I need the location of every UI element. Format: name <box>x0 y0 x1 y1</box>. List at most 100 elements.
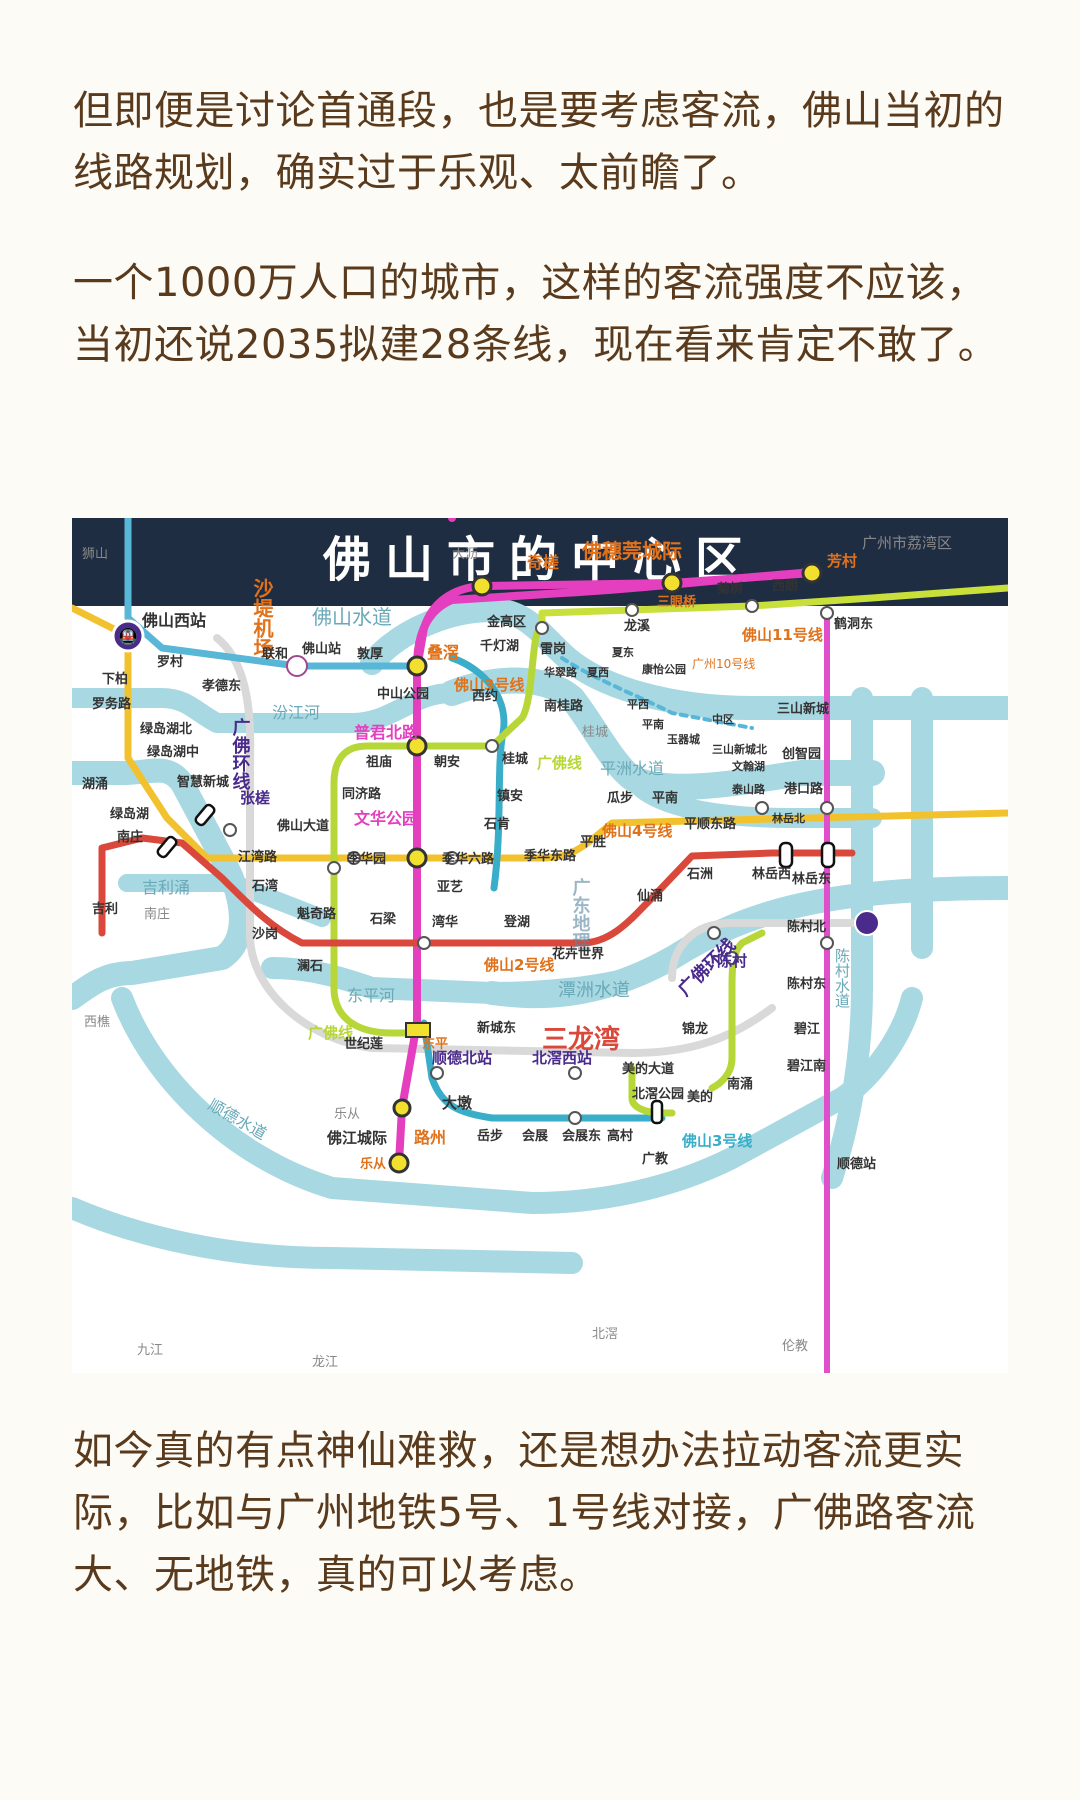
station-psdl: 平顺东路 <box>684 816 737 832</box>
label-fs2: 佛山2号线 <box>483 956 554 974</box>
label-gd-geo: 广东地理 <box>570 877 591 950</box>
station-marker <box>707 926 721 940</box>
station-nanyong: 南涌 <box>727 1076 753 1092</box>
region-shishan: 狮山 <box>82 547 108 562</box>
line-guangfo-top <box>413 624 546 750</box>
station-shixiao: 石肯 <box>483 816 510 832</box>
station-diejiao: 叠滘 <box>427 643 459 662</box>
station-marker <box>485 739 499 753</box>
water-upper <box>360 598 1008 720</box>
station-jsdl: 季华东路 <box>523 848 577 864</box>
station-xiadong: 夏东 <box>612 645 634 659</box>
station-marker <box>568 1066 582 1080</box>
road-layer <box>213 634 856 1058</box>
station-tsl: 泰山路 <box>731 782 766 796</box>
station-lyb: 林岳北 <box>772 811 805 825</box>
line-guangfo-left <box>330 742 421 1037</box>
station-fangcun: 芳村 <box>827 552 857 570</box>
station-longxi: 龙溪 <box>624 618 651 634</box>
station-sdbz: 顺德北站 <box>432 1049 492 1067</box>
line-foshan4 <box>72 604 1008 862</box>
line-foshan1 <box>124 518 421 670</box>
line-foshan3-south <box>420 1019 666 1122</box>
station-marker <box>661 572 683 594</box>
station-ssxcb: 三山新城北 <box>712 742 767 756</box>
road-1 <box>213 634 776 1058</box>
station-bijiang: 碧江 <box>793 1021 820 1037</box>
station-marker <box>625 603 639 617</box>
station-lyd: 林岳东 <box>792 871 831 887</box>
station-marker <box>194 803 216 827</box>
station-huizhan: 会展 <box>522 1128 549 1144</box>
station-shiwan: 石湾 <box>251 878 278 894</box>
station-czy: 创智园 <box>781 746 821 762</box>
region-dali: 大沥 <box>452 547 478 562</box>
station-lianhe: 联和 <box>262 646 288 662</box>
station-zhenan: 镇安 <box>497 788 523 804</box>
water-foshan-main <box>439 667 885 800</box>
station-marker <box>535 621 549 635</box>
line-foshan3-main <box>395 664 421 1167</box>
station-jili: 吉利 <box>92 901 118 917</box>
station-kygy: 康怡公园 <box>642 662 686 676</box>
station-xiaxi: 夏西 <box>587 666 609 679</box>
water-tanzhou <box>480 876 1008 1009</box>
station-marker <box>286 655 308 677</box>
station-jushu: 菊树 <box>717 581 743 597</box>
station-marker <box>223 823 237 837</box>
region-beijiao: 北滘 <box>592 1327 618 1342</box>
label-jiliyong: 吉利涌 <box>142 878 190 897</box>
line-gz10 <box>560 656 754 730</box>
station-pjbl: 普君北路 <box>354 723 419 742</box>
station-hqsj: 花卉世界 <box>552 946 604 962</box>
station-marker <box>568 1111 582 1125</box>
station-xiaode: 孝德东 <box>201 678 241 694</box>
station-xiabai: 下柏 <box>102 671 128 687</box>
station-gkl: 港口路 <box>784 781 824 797</box>
station-mddd: 美的大道 <box>622 1061 674 1077</box>
station-xianyong: 仙涌 <box>637 888 663 904</box>
station-jnl: 江湾路 <box>238 849 278 865</box>
station-zumiao: 祖庙 <box>365 754 392 770</box>
station-fsxz: 佛山西站 <box>141 611 206 630</box>
station-shiliang: 石梁 <box>369 911 397 927</box>
label-gfx1: 广佛线 <box>537 754 582 772</box>
station-guicheng-st: 桂城 <box>501 751 528 767</box>
station-yqc: 玉器城 <box>667 732 700 746</box>
water-left-loop <box>72 758 253 1010</box>
station-meide: 美的 <box>687 1089 713 1105</box>
station-luowu: 罗务路 <box>92 696 132 712</box>
station-gaocun: 高村 <box>607 1128 633 1144</box>
station-bjn: 碧江南 <box>786 1058 826 1074</box>
station-ccb: 陈村北 <box>787 919 826 935</box>
station-sjl: 世纪莲 <box>344 1036 383 1052</box>
station-xcd: 新城东 <box>477 1020 516 1036</box>
station-chencun: 陈村 <box>717 952 747 970</box>
station-leigang: 雷岗 <box>540 641 566 657</box>
station-whl: 文翰湖 <box>732 759 765 773</box>
station-marker <box>406 847 428 869</box>
station-hedong: 鹤洞东 <box>834 616 873 632</box>
station-qdh: 千灯湖 <box>480 638 519 654</box>
station-yayi: 亚艺 <box>437 879 463 895</box>
station-dadun: 大墩 <box>442 1094 473 1112</box>
label-fs-water: 佛山水道 <box>312 605 392 629</box>
station-denghu: 登湖 <box>503 914 530 930</box>
station-marker <box>650 1099 664 1125</box>
label-fs3a: 佛山3号线 <box>453 676 524 694</box>
region-lunjiao: 伦教 <box>782 1338 808 1354</box>
region-liwan: 广州市荔湾区 <box>862 534 952 552</box>
station-ldh: 绿岛湖 <box>110 806 149 822</box>
label-gz10: 广州10号线 <box>692 657 755 671</box>
station-labels: 佛山西站 罗村 孝德东 下柏 罗务路 联和 佛山站 敦厚 中山公园 叠滘 奇槎 … <box>82 552 876 1172</box>
station-marker <box>392 1098 412 1118</box>
road-2 <box>668 919 856 982</box>
station-marker <box>327 861 341 875</box>
station-marker <box>820 936 834 950</box>
station-ccd: 陈村东 <box>787 976 826 992</box>
station-xiyue: 西约 <box>472 688 498 704</box>
station-guangjiao: 广教 <box>642 1151 669 1167</box>
station-chaoan: 朝安 <box>434 754 460 770</box>
station-hucong: 湖涌 <box>82 777 108 792</box>
label-fs3b: 佛山3号线 <box>681 1132 752 1150</box>
